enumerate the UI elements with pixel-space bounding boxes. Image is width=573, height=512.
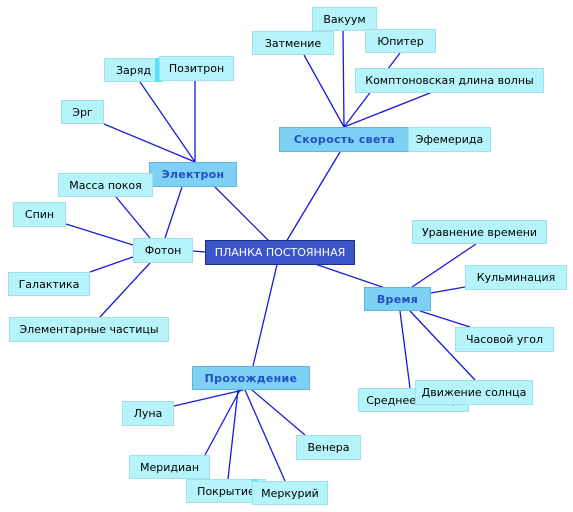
leaf-node-meridian[interactable]: Меридиан xyxy=(129,455,210,479)
connector-line xyxy=(139,81,196,163)
connector-line xyxy=(399,310,411,389)
connector-line xyxy=(303,54,345,128)
connector-line xyxy=(342,30,345,128)
connector-line xyxy=(252,251,281,367)
connector-line xyxy=(164,186,183,239)
leaf-node-galaxy[interactable]: Галактика xyxy=(8,272,90,296)
connector-line xyxy=(65,223,134,246)
node-marker xyxy=(155,58,161,82)
hub-node-electron[interactable]: Электрон xyxy=(149,162,237,187)
leaf-node-ephemeris[interactable]: Эфемерида xyxy=(408,127,491,152)
connector-line xyxy=(99,262,151,318)
connector-line xyxy=(173,389,244,407)
leaf-node-jupiter[interactable]: Юпитер xyxy=(365,29,436,53)
leaf-node-mercury[interactable]: Меркурий xyxy=(252,481,328,505)
leaf-node-eclipse[interactable]: Затмение xyxy=(252,31,334,55)
connector-line xyxy=(343,92,431,128)
leaf-node-rest-mass[interactable]: Масса покоя xyxy=(58,173,153,197)
connector-line xyxy=(115,196,151,239)
hub-node-time[interactable]: Время xyxy=(364,287,431,311)
connector-line xyxy=(192,250,206,253)
leaf-node-spin[interactable]: Спин xyxy=(13,202,66,227)
leaf-node-moon[interactable]: Луна xyxy=(122,401,174,426)
leaf-node-equation-of-time[interactable]: Уравнение времени xyxy=(412,220,547,244)
connector-line xyxy=(103,123,196,163)
hub-node-speed-of-light[interactable]: Скорость света xyxy=(279,127,410,152)
center-node-planck-constant[interactable]: ПЛАНКА ПОСТОЯННАЯ xyxy=(205,240,355,265)
connector-line xyxy=(244,389,286,482)
leaf-node-culmination[interactable]: Кульминация xyxy=(465,265,567,290)
leaf-node-sun-motion[interactable]: Движение солнца xyxy=(415,380,533,405)
leaf-node-positron[interactable]: Позитрон xyxy=(159,56,234,81)
connector-line xyxy=(409,310,476,381)
connector-line xyxy=(251,389,306,436)
connector-line xyxy=(419,310,471,328)
leaf-node-venus[interactable]: Венера xyxy=(296,435,361,460)
leaf-node-hour-angle[interactable]: Часовой угол xyxy=(455,327,554,352)
leaf-node-erg[interactable]: Эрг xyxy=(61,100,104,124)
connector-line xyxy=(411,243,477,288)
hub-node-photon[interactable]: Фотон xyxy=(133,238,193,263)
leaf-node-elementary-particles[interactable]: Элементарные частицы xyxy=(9,317,169,342)
hub-node-passage[interactable]: Прохождение xyxy=(192,366,310,390)
connector-line xyxy=(279,151,341,253)
leaf-node-vacuum[interactable]: Вакуум xyxy=(312,7,377,31)
connector-line xyxy=(204,389,241,456)
connector-line xyxy=(89,256,134,273)
leaf-node-compton-wavelength[interactable]: Комптоновская длина волны xyxy=(355,68,544,93)
connector-line xyxy=(227,389,239,480)
connector-line xyxy=(430,286,466,294)
